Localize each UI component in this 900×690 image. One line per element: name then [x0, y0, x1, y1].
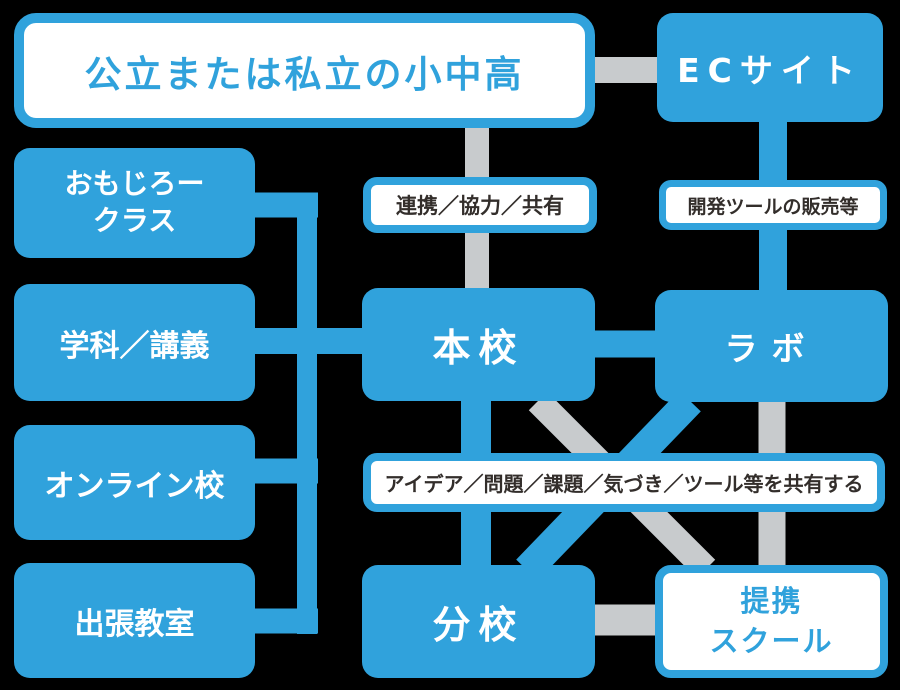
node-online-school-label: オンライン校	[44, 468, 225, 504]
node-ec-site-label: ECサイト	[677, 50, 863, 90]
node-teikei-school: 提携 スクール	[655, 565, 888, 678]
node-honkou-label: 本校	[432, 326, 525, 370]
edge-label-kaihatsu-tools: 開発ツールの販売等	[659, 180, 887, 230]
node-teikei-school-line2: スクール	[709, 623, 834, 658]
node-public-private-school: 公立または私立の小中高	[14, 13, 595, 128]
node-honkou: 本校	[362, 288, 595, 401]
node-gakka-kougi: 学科／講義	[14, 284, 255, 401]
node-public-private-school-label: 公立または私立の小中高	[84, 52, 525, 96]
edge-label-idea-share-text: アイデア／問題／課題／気づき／ツール等を共有する	[384, 472, 864, 496]
node-labo-label: ラボ	[724, 329, 819, 368]
node-omojiro-class-line1: おもじろー	[64, 167, 205, 201]
node-online-school: オンライン校	[14, 425, 255, 540]
node-teikei-school-line1: 提携	[740, 584, 803, 619]
node-shucchou-kyoushitsu: 出張教室	[14, 563, 255, 678]
node-omojiro-class-line2: クラス	[92, 204, 177, 237]
node-omojiro-class: おもじろー クラス	[14, 148, 255, 258]
node-ec-site: ECサイト	[657, 13, 883, 122]
node-labo: ラボ	[655, 290, 888, 402]
node-bunkou: 分校	[362, 565, 595, 678]
edge-label-idea-share: アイデア／問題／課題／気づき／ツール等を共有する	[363, 453, 885, 512]
edge-label-renkei: 連携／協力／共有	[363, 177, 597, 233]
node-shucchou-kyoushitsu-label: 出張教室	[74, 606, 195, 642]
node-bunkou-label: 分校	[432, 603, 525, 647]
node-gakka-kougi-label: 学科／講義	[59, 328, 210, 364]
edge-label-renkei-text: 連携／協力／共有	[396, 194, 564, 218]
edge-label-kaihatsu-tools-text: 開発ツールの販売等	[687, 195, 859, 218]
